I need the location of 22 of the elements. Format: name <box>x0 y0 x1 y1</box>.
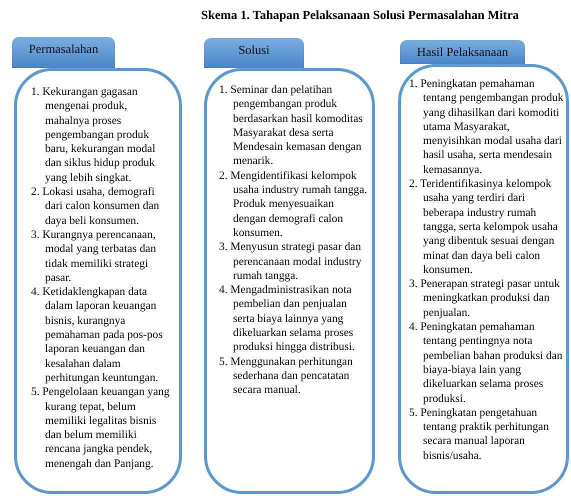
list-item: 3. Penerapan strategi pasar untuk meningkatkan produksi dan penjualan. <box>409 277 561 320</box>
list-panel <box>398 64 569 494</box>
list-item: 3. Menyusun strategi pasar dan perencanaan modal industry rumah tangga. <box>219 240 362 284</box>
list-item: 5. Pengelolaan keuangan yang kurang tepat, belum memiliki legalitas bisnis dan belum memiliki rencana jangka pendek, menengah dan Panjang. <box>31 385 171 472</box>
list-item: 3. Kurangnya perencanaan, modal yang terbatas dan tidak memiliki strategi pasar. <box>31 228 158 286</box>
list-item: 5. Menggunakan perhitungan sederhana dan pencatatan secara manual. <box>219 354 354 398</box>
list-item: 4. Ketidaklengkapan data dalam laporan keuangan bisnis, kurangnya pemahaman pada pos-pos laporan keuangan dan kesalahan dalam perhitungan keuntungan. <box>31 285 164 386</box>
list-panel <box>204 68 375 494</box>
list-item: 2. Teridentifikasinya kelompok usaha yang terdiri dari beberapa industry rumah tangga, serta kelompok usaha yang dibentuk sesuai dengan minat dan daya beli calon konsumen. <box>409 177 559 278</box>
list-item: 1. Seminar dan pelatihan pengembangan produk berdasarkan hasil komoditas Masyarakat desa serta Mendesain kemasan dengan menarik. <box>219 83 364 169</box>
diagram-title: Skema 1. Tahapan Pelaksanaan Solusi Permasalahan Mitra <box>200 8 520 23</box>
header-tab: Hasil Pelaksanaan <box>400 40 525 64</box>
list-item: 1. Peningkatan pemahaman tentang pengembangan produk yang dihasilkan dari komoditi utama Masyarakat, menyisihkan modal usaha dari hasil usaha, serta mendesain kemasannya. <box>409 77 564 178</box>
list-panel <box>14 68 182 494</box>
list-item: 2. Mengidentifikasi kelompok usaha industry rumah tangga. Produk menyesuaikan dengan demografi calon konsumen. <box>219 168 368 240</box>
header-tab: Solusi <box>204 38 304 68</box>
list-item: 5. Peningkatan pengetahuan tentang praktik perhitungan secara manual laporan bisnis/usaha. <box>409 406 550 464</box>
list-item: 4. Peningkatan pemahaman tentang pentingnya nota pembelian bahan produksi dan biaya-biaya lain yang dikeluarkan selama proses produksi. <box>409 320 564 406</box>
header-tab: Permasalahan <box>12 37 115 68</box>
list-item: 1. Kekurangan gagasan mengenai produk, mahalnya proses pengembangan produk baru, kekurangan modal dan siklus hidup produk yang lebih singkat. <box>31 85 156 186</box>
list-item: 4. Mengadministrasikan nota pembelian dan penjualan serta biaya lainnya yang dikeluarkan selama proses produksi hingga distribusi. <box>219 283 356 355</box>
list-item: 2. Lokasi usaha, demografi dari calon konsumen dan daya beli konsumen. <box>31 185 160 228</box>
